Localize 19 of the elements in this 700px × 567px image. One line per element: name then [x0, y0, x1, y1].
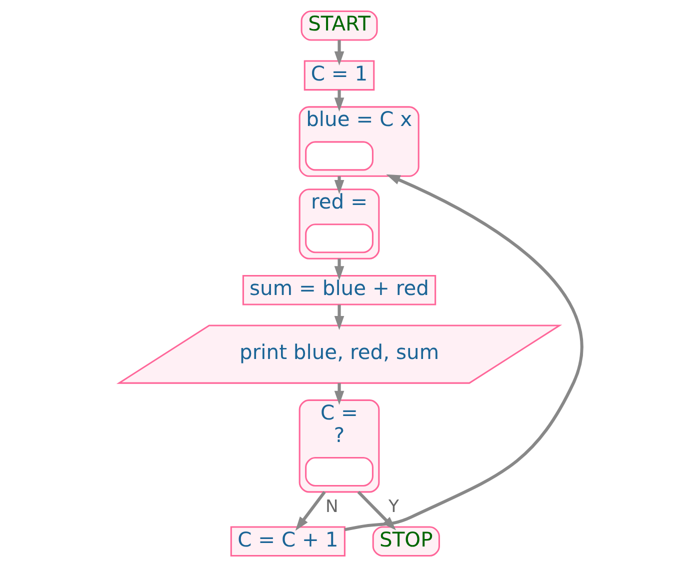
edge-label: N	[324, 496, 338, 517]
arrow	[334, 258, 344, 280]
arrow	[334, 383, 344, 405]
node-box	[304, 224, 373, 254]
node-box: STOP	[372, 526, 440, 557]
node-box: START	[300, 10, 378, 41]
node-box: C = C + 1	[230, 526, 345, 557]
node-box: sum = blue + red	[242, 274, 436, 306]
arrow	[334, 304, 344, 330]
node-box	[304, 141, 373, 171]
cluster: red =	[298, 188, 380, 260]
arrow	[294, 491, 326, 531]
node-box: C = 1	[303, 60, 374, 91]
cluster: C = ?	[298, 399, 380, 493]
arrow	[334, 90, 344, 112]
arrow	[334, 40, 344, 66]
edge-label: Y	[388, 496, 398, 517]
node-box	[304, 456, 373, 487]
cluster: blue = C x	[298, 106, 419, 177]
